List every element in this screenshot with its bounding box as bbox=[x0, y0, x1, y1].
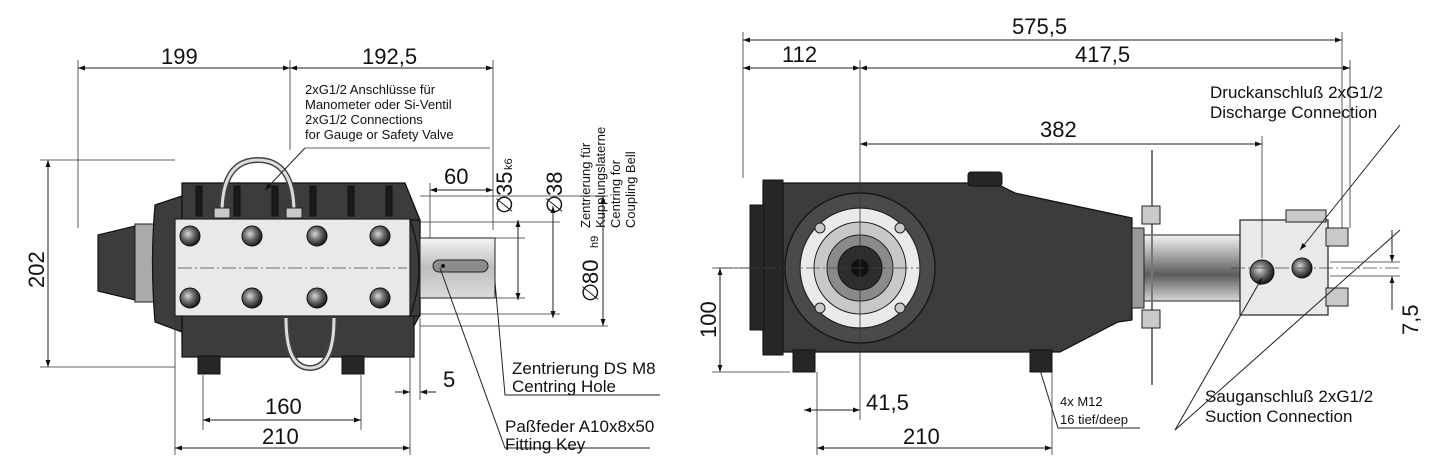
crankcase-ribs bbox=[195, 185, 393, 217]
centring-label-2: Centring Hole bbox=[512, 377, 616, 396]
pump-front-view bbox=[97, 156, 496, 375]
key-label-2: Fitting Key bbox=[505, 435, 586, 454]
valve-plugs bbox=[179, 225, 391, 309]
dim-35: 35 bbox=[492, 172, 517, 196]
gauge-note-2: Manometer oder Si-Ventil bbox=[305, 97, 452, 112]
left-labels: 199 192,5 202 60 ∅ 35 k6 ∅ 38 ∅ 80 h9 Ze… bbox=[24, 44, 656, 454]
bell-label-3: Centring for bbox=[608, 159, 623, 228]
gauge-note-4: for Gauge or Safety Valve bbox=[305, 127, 454, 142]
suction-label-2: Suction Connection bbox=[1205, 407, 1352, 426]
bell-label-2: Kupplungslaterne bbox=[593, 127, 608, 228]
dim-210-left: 210 bbox=[262, 424, 299, 449]
dim-38: 38 bbox=[542, 172, 567, 196]
dim-60: 60 bbox=[444, 164, 468, 189]
dia-80-symbol: ∅ bbox=[578, 283, 603, 302]
dim-5: 5 bbox=[443, 367, 455, 392]
suction-label-1: Sauganschluß 2xG1/2 bbox=[1205, 387, 1373, 406]
dim-160: 160 bbox=[265, 394, 302, 419]
dim-41-5: 41,5 bbox=[866, 390, 909, 415]
bell-label-4: Coupling Bell bbox=[623, 151, 638, 228]
gauge-note-1: 2xG1/2 Anschlüsse für bbox=[305, 82, 436, 97]
pump-side-view bbox=[718, 150, 1400, 385]
gauge-note-3: 2xG1/2 Connections bbox=[305, 112, 423, 127]
dim-7-5: 7,5 bbox=[1398, 304, 1423, 335]
key-label-1: Paßfeder A10x8x50 bbox=[505, 417, 654, 436]
dim-80: 80 bbox=[578, 260, 603, 284]
bell-label-1: Zentrierung für bbox=[578, 142, 593, 228]
dim-192-5: 192,5 bbox=[362, 44, 417, 69]
right-dimensions bbox=[712, 32, 1401, 455]
dia-35-symbol: ∅ bbox=[492, 195, 517, 214]
discharge-label-1: Druckanschluß 2xG1/2 bbox=[1210, 83, 1383, 102]
right-labels: 575,5 112 417,5 382 100 41,5 210 7,5 Dru… bbox=[696, 14, 1423, 449]
bolt-label-2: 16 tief/deep bbox=[1060, 412, 1128, 427]
dim-199: 199 bbox=[161, 44, 198, 69]
discharge-label-2: Discharge Connection bbox=[1210, 103, 1377, 122]
dim-210-right: 210 bbox=[903, 424, 940, 449]
dim-100: 100 bbox=[696, 301, 721, 338]
dim-575-5: 575,5 bbox=[1012, 14, 1067, 39]
dim-417-5: 417,5 bbox=[1075, 42, 1130, 67]
dia-38-symbol: ∅ bbox=[542, 195, 567, 214]
dim-35-tol: k6 bbox=[503, 158, 515, 170]
dim-202: 202 bbox=[24, 251, 49, 288]
centring-label-1: Zentrierung DS M8 bbox=[512, 359, 656, 378]
dim-382: 382 bbox=[1040, 117, 1077, 142]
left-dimensions bbox=[40, 60, 660, 455]
dim-80-tol: h9 bbox=[589, 236, 601, 248]
bolt-label-1: 4x M12 bbox=[1060, 394, 1103, 409]
dim-112: 112 bbox=[782, 42, 817, 67]
